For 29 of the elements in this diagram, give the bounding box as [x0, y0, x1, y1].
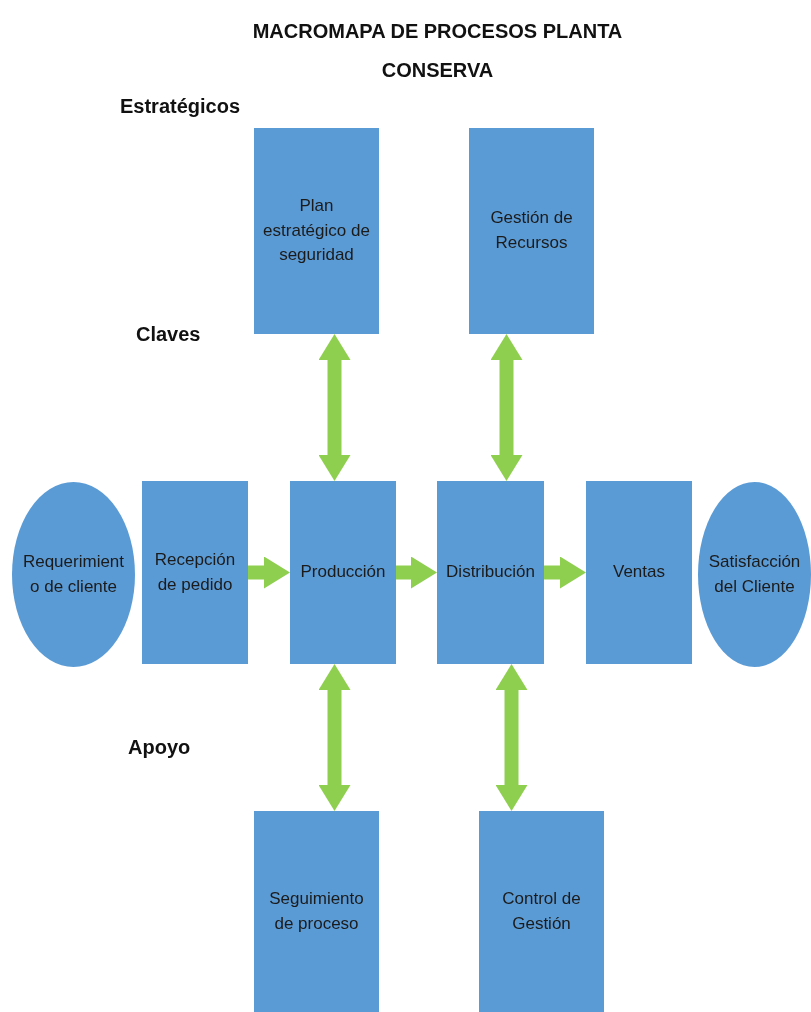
title: MACROMAPA DE PROCESOS PLANTA CONSERVA — [251, 19, 624, 83]
double-arrow — [318, 664, 351, 811]
node-text: Recepción de pedido — [153, 548, 237, 596]
node-text: Producción — [300, 561, 386, 584]
process-box — [254, 811, 379, 1012]
process-box — [254, 128, 379, 334]
process-box — [142, 481, 248, 664]
node-text: Control de Gestión — [501, 887, 582, 935]
node-text: Distribución — [446, 561, 535, 584]
process-box — [290, 481, 396, 664]
double-arrow — [318, 334, 351, 481]
process-box — [469, 128, 594, 334]
process-box — [479, 811, 604, 1012]
process-box — [586, 481, 692, 664]
node-text: Requerimiento de cliente — [22, 550, 125, 598]
section-label: Estratégicos — [120, 95, 241, 118]
node-text: Ventas — [613, 561, 665, 584]
node-text: Seguimiento de proceso — [268, 887, 365, 935]
double-arrow — [495, 664, 528, 811]
arrow — [248, 556, 290, 589]
node-text: Gestión de Recursos — [489, 207, 574, 254]
section-label: Apoyo — [128, 736, 191, 759]
section-label: Claves — [136, 323, 201, 346]
double-arrow — [490, 334, 523, 481]
node-text: Plan estratégico de seguridad — [262, 195, 371, 267]
process-box — [437, 481, 544, 664]
node-text: Satisfacción del Cliente — [707, 550, 802, 598]
arrow — [544, 556, 586, 589]
arrow — [396, 556, 437, 589]
